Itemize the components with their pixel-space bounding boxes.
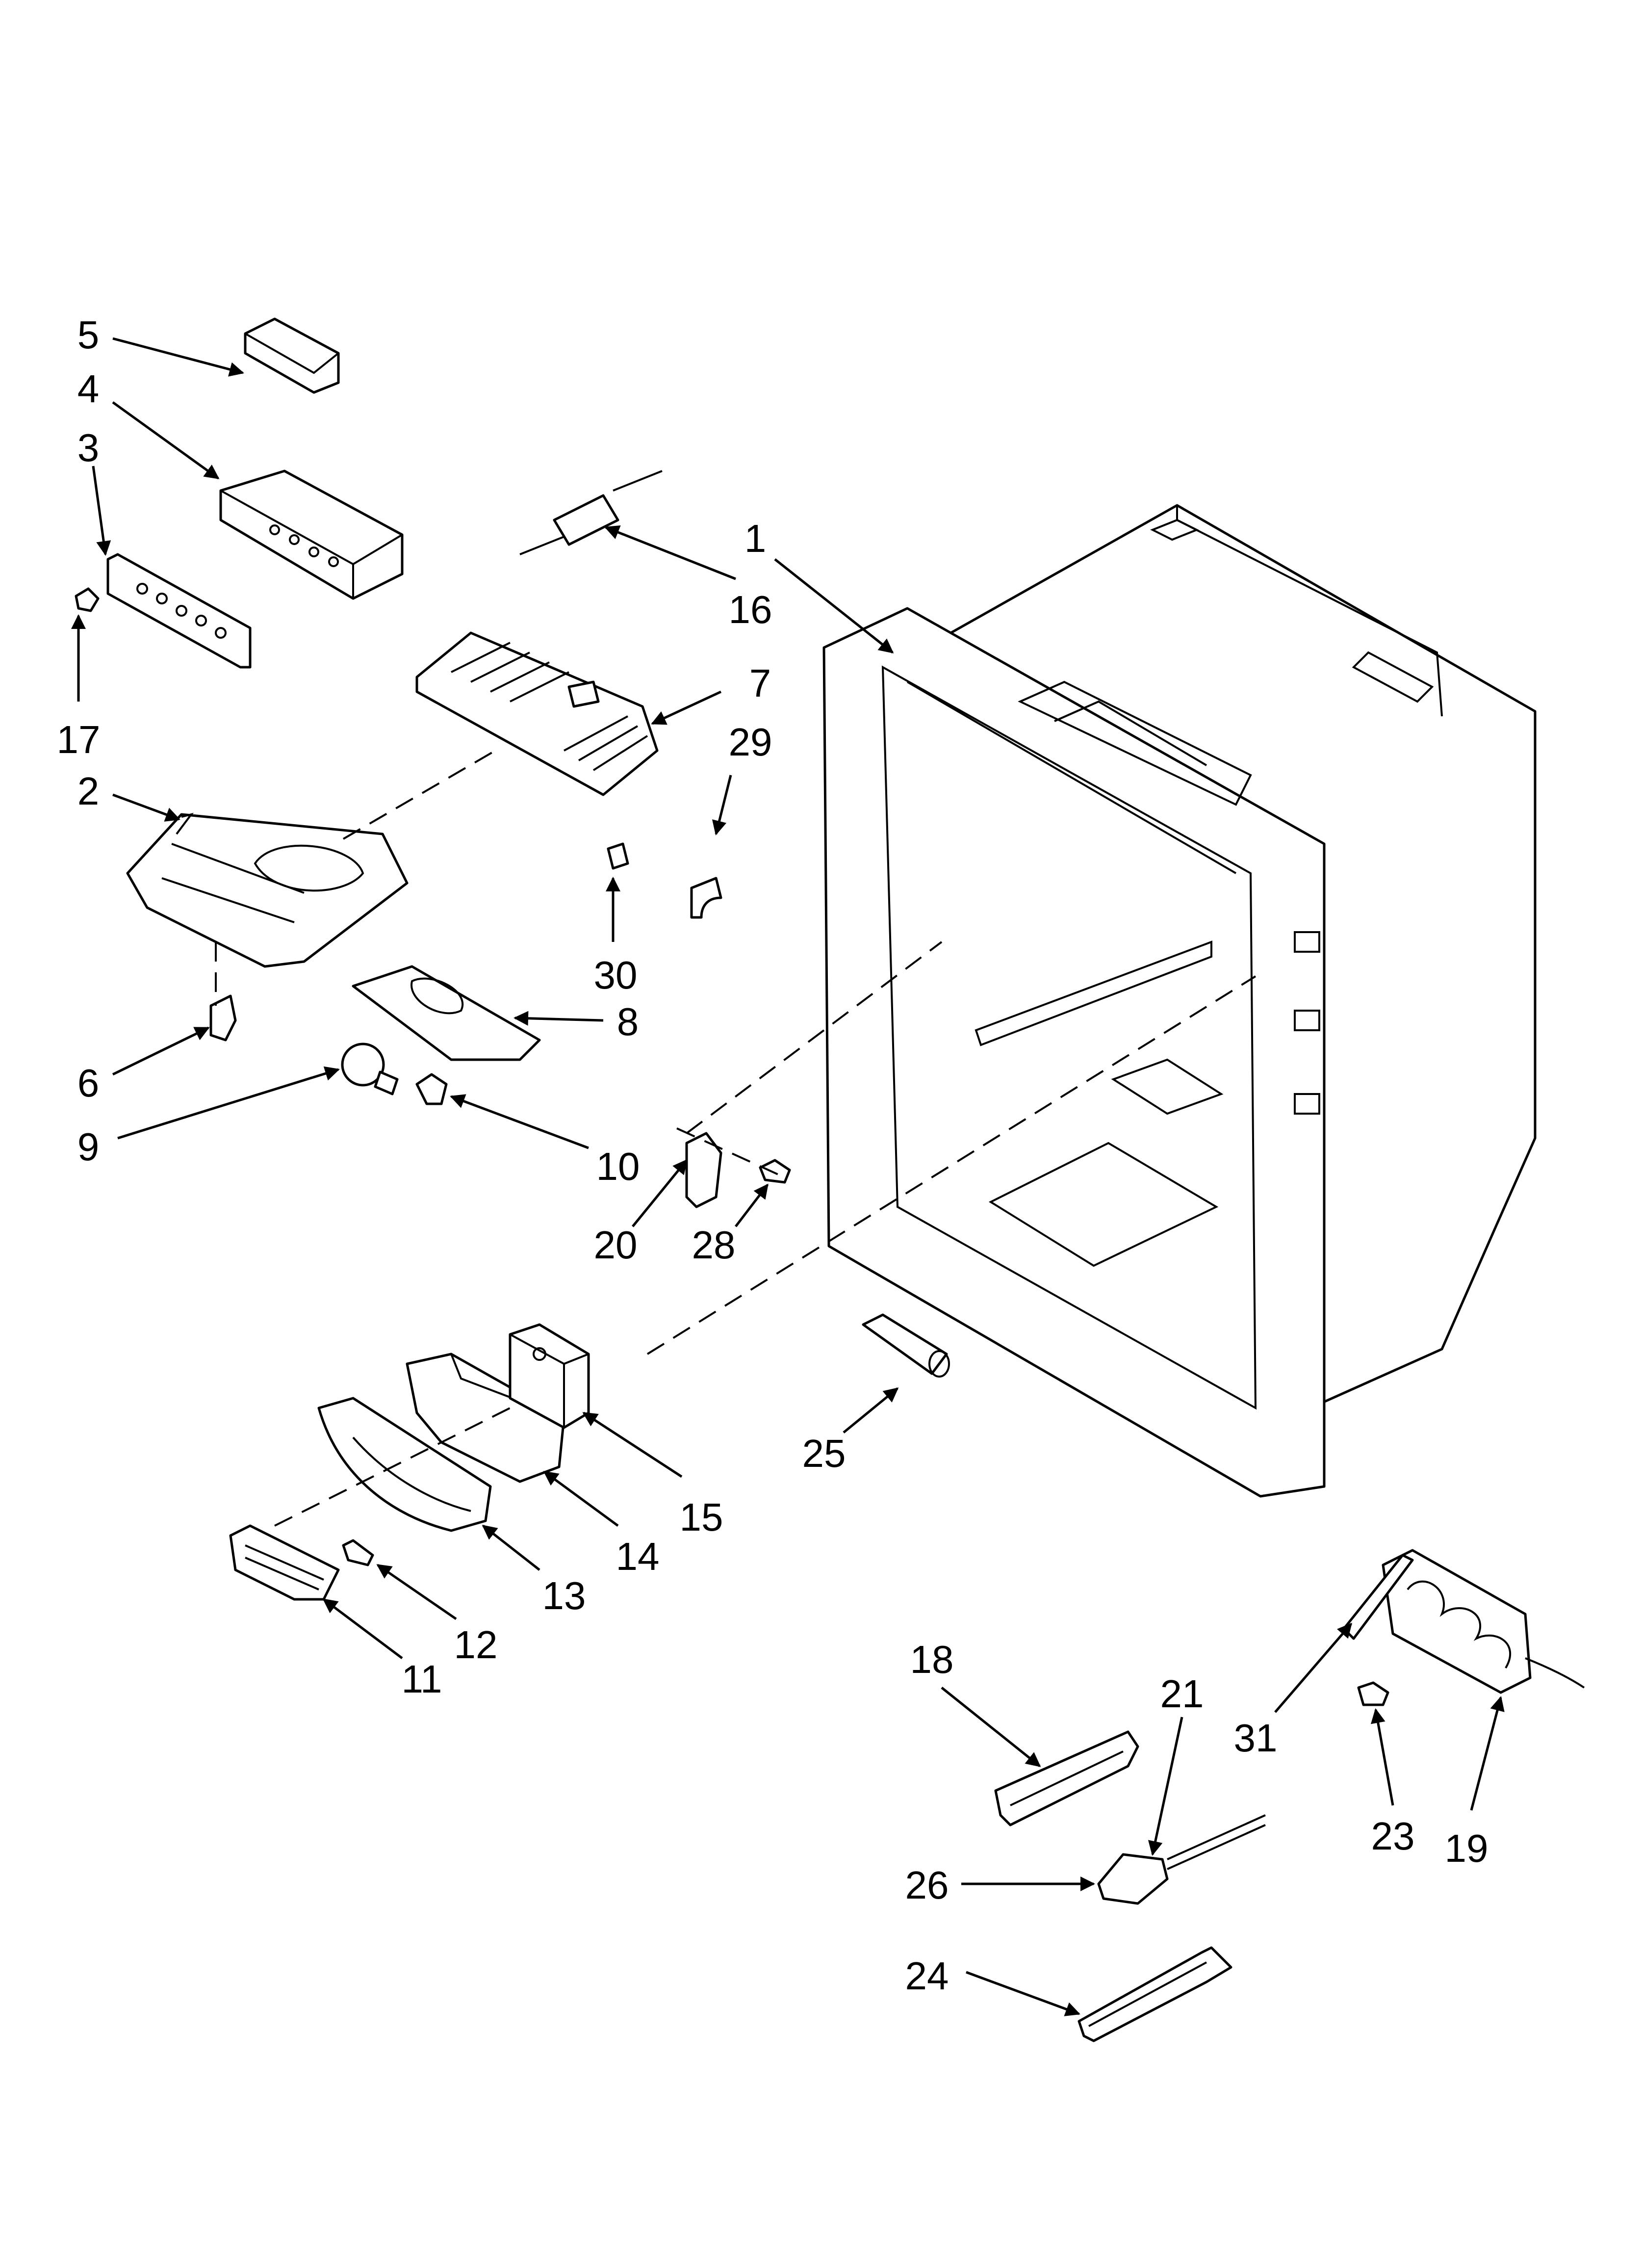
label-3: 3 — [77, 426, 100, 469]
label-5: 5 — [77, 313, 100, 357]
part-2-control-housing — [126, 812, 409, 968]
part-6-switch — [209, 994, 237, 1042]
part-26-clip — [1097, 1853, 1169, 1905]
label-29: 29 — [729, 720, 772, 764]
part-21-screw — [1357, 1681, 1389, 1706]
label-6: 6 — [77, 1061, 100, 1105]
label-21: 23 — [1371, 1814, 1415, 1858]
part-11-grille — [229, 1524, 340, 1601]
part-9-light-bulb — [341, 1043, 399, 1095]
part-10-socket — [415, 1073, 448, 1105]
part-12-screw — [342, 1539, 374, 1566]
part-15-valve — [509, 1323, 590, 1429]
leader-lines — [71, 337, 1505, 2016]
part-18-bracket — [994, 1730, 1139, 1826]
label-2: 2 — [77, 769, 100, 813]
part-5-cover — [244, 317, 340, 394]
part-25-cylinder — [862, 1313, 950, 1378]
part-20-bracket — [685, 1132, 722, 1208]
label-28: 28 — [692, 1223, 736, 1267]
part-1-liner — [822, 504, 1537, 1498]
part-16-cylinder — [519, 470, 663, 555]
label-30: 30 — [594, 953, 638, 997]
label-31: 31 — [1234, 1716, 1278, 1760]
label-7: 7 — [749, 661, 771, 705]
label-10: 10 — [596, 1145, 640, 1188]
part-13-handle-cover — [317, 1397, 492, 1532]
label-8: 8 — [617, 1000, 639, 1043]
label-12: 12 — [454, 1623, 498, 1667]
part-29-clip — [690, 877, 722, 919]
label-4: 4 — [77, 367, 100, 411]
part-4-control-board-housing — [219, 469, 404, 600]
label-11: 11 — [401, 1657, 442, 1701]
label-15: 15 — [680, 1495, 723, 1539]
label-16: 16 — [729, 588, 772, 631]
part-28-screw — [759, 1159, 791, 1184]
label-14: 14 — [616, 1535, 660, 1578]
label-24: 24 — [905, 1954, 949, 1998]
part-17-screw — [75, 587, 100, 612]
label-25: 25 — [802, 1432, 846, 1475]
label-9: 9 — [77, 1125, 100, 1169]
part-8-light-housing — [352, 965, 541, 1061]
part-24-rail — [1078, 1946, 1232, 2042]
label-13: 13 — [542, 1574, 586, 1617]
label-19: 19 — [1445, 1826, 1488, 1870]
part-23-sensor — [1167, 1814, 1266, 1870]
part-19-heater — [1382, 1549, 1585, 1694]
part-7-vent-cover — [415, 631, 659, 796]
part-labels: 5 4 3 17 2 6 9 10 8 7 29 30 16 1 20 28 2… — [57, 313, 1488, 1998]
label-26: 26 — [905, 1863, 949, 1907]
label-18: 18 — [910, 1638, 954, 1681]
label-17: 17 — [57, 718, 101, 761]
part-3-bracket-plate — [106, 553, 252, 669]
alignment-lines — [215, 750, 1257, 1527]
label-23: 21 — [1160, 1672, 1204, 1716]
part-30-clip — [607, 842, 629, 870]
label-20: 20 — [594, 1223, 638, 1267]
label-1: 1 — [744, 517, 767, 560]
